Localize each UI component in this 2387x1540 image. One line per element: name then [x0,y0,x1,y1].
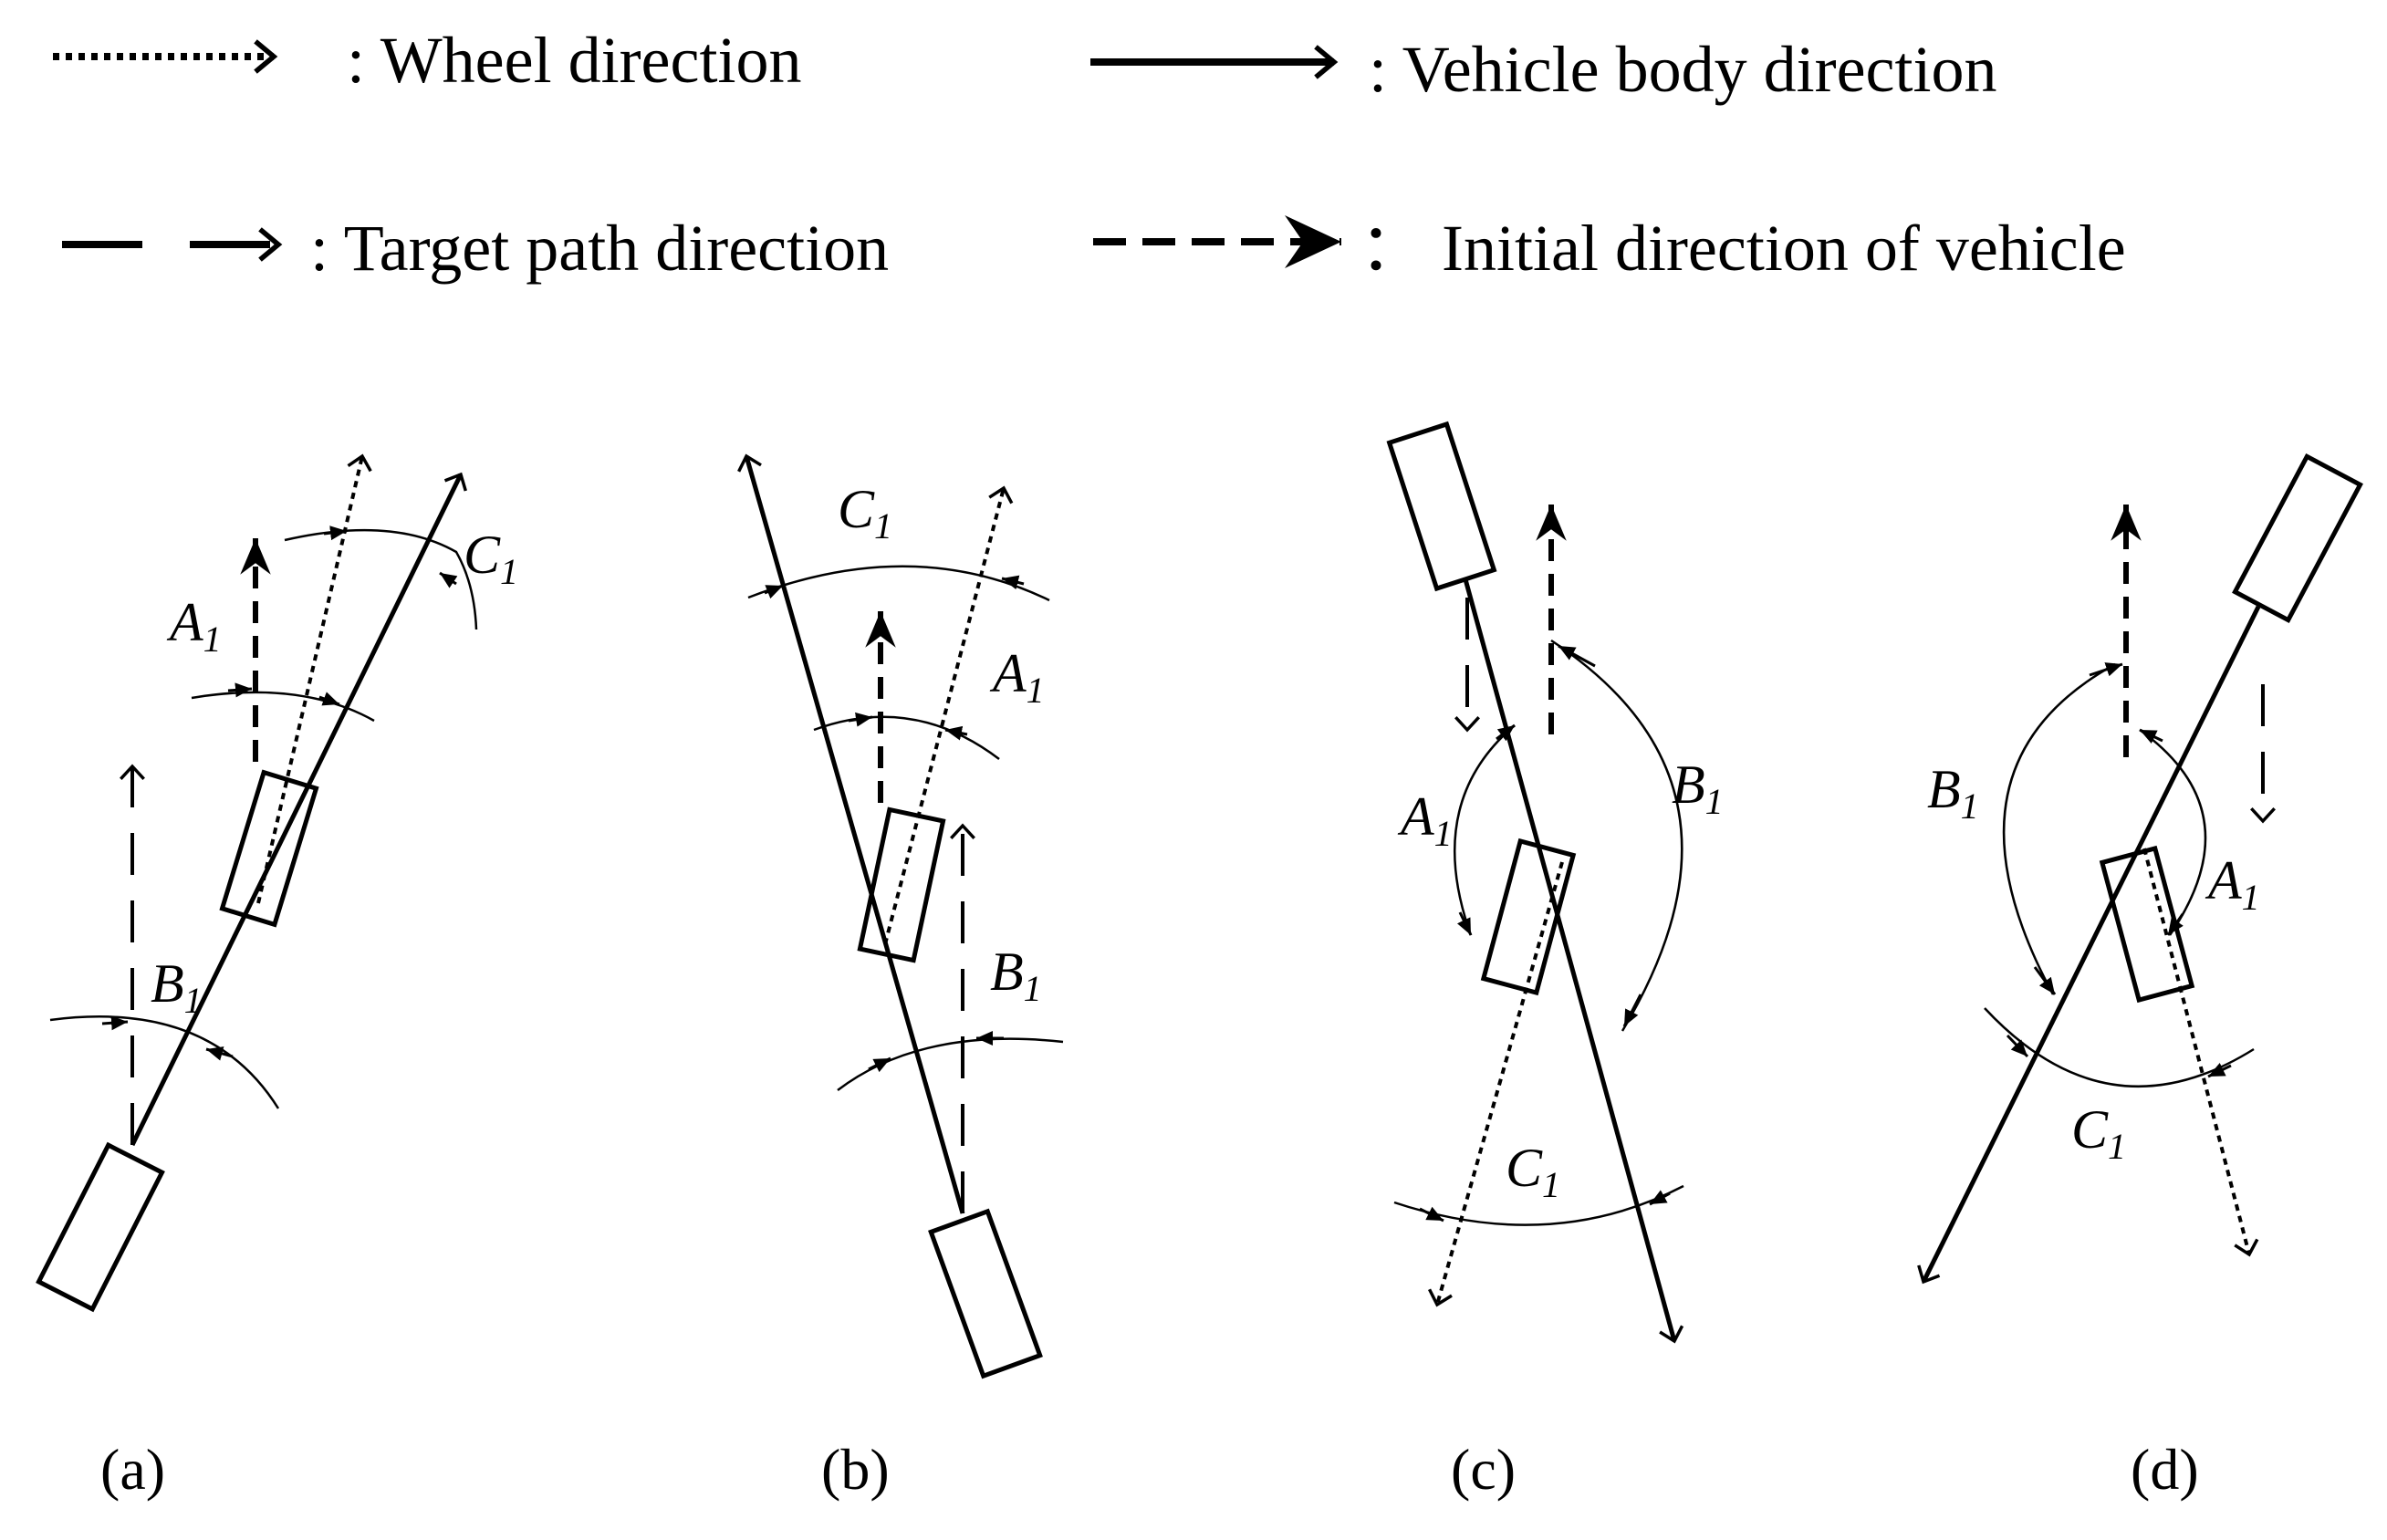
arc-arrow [2207,1062,2232,1078]
panel-d: B1 A1 C1 (d) [1917,453,2363,1502]
angle-arc-b1 [837,1037,1064,1091]
arc-arrow [227,682,253,698]
angle-arc-c1 [284,528,478,630]
arc-arrow [101,1015,129,1031]
panel-label-d: (d) [2131,1437,2199,1502]
label-c1: C1 [1506,1138,1560,1205]
angle-arc-b1 [2002,662,2116,995]
arc-arrow [205,1046,234,1061]
vehicle-start [1386,421,1497,592]
angle-arc-a1 [813,715,1000,760]
label-c1: C1 [2071,1099,2126,1167]
arc-arrow [848,712,873,727]
panel-label-a: (a) [100,1437,165,1502]
angle-arc-b1 [1550,639,1683,1032]
arc-arrow [2006,1034,2029,1058]
label-c1: C1 [838,479,892,546]
body-direction-arrow [1463,578,1684,1344]
label-c1: C1 [464,525,518,592]
vehicle-start [36,1141,165,1313]
body-direction-arrow [1917,605,2261,1285]
wheel-direction-arrow [883,485,1014,945]
arc-arrow [1001,575,1025,590]
arc-arrow [1622,994,1642,1027]
legend-body-label: : Vehicle body direction [1369,33,1997,106]
arc-arrow [1456,911,1473,936]
body-direction-arrow [130,472,467,1147]
vehicle-start [2232,453,2363,624]
arc-arrow [944,725,968,741]
vehicle-current [2099,845,2195,1004]
body-direction-arrow [737,453,965,1214]
vehicle-current [219,769,319,928]
angle-arc-a1 [1453,724,1516,936]
arc-arrow [868,1056,891,1073]
legend-body: : Vehicle body direction [1090,33,1997,106]
legend-target-label: : Target path direction [310,212,889,285]
legend: : Wheel direction : Vehicle body directi… [53,24,2126,285]
arc-arrow [2166,913,2184,936]
angle-arc-c1 [747,565,1050,602]
label-b1: B1 [990,942,1042,1009]
label-b1: B1 [1927,759,1979,827]
panel-label-c: (c) [1451,1437,1516,1502]
short-dash-arrow-head [1285,215,1341,268]
arc-arrow [1419,1206,1444,1223]
wheel-direction-arrow [1428,861,1564,1307]
panel-a: C1 A1 B1 (a) [36,453,518,1502]
arc-arrow [1649,1190,1671,1206]
legend-target: : Target path direction [62,212,889,285]
arc-arrow [323,525,348,541]
arc-arrow [2139,728,2163,744]
angle-arc-b1 [49,1015,280,1109]
arc-arrow [2089,662,2123,677]
vehicle-current [1480,838,1577,996]
panel-label-b: (b) [821,1437,890,1502]
label-a1: A1 [989,643,1045,711]
panel-b: C1 A1 B1 (b) [737,453,1064,1502]
vehicle-start [928,1208,1043,1379]
wheel-direction-arrow [256,453,372,904]
panel-c: B1 A1 C1 (c) [1386,421,1724,1502]
legend-wheel-label: : Wheel direction [347,24,801,97]
label-a1: A1 [2205,850,2260,918]
arc-arrow [2033,966,2057,995]
label-b1: B1 [151,953,203,1021]
arc-arrow [1496,723,1516,742]
angle-arc-a1 [191,691,375,723]
arc-arrow [764,584,784,599]
label-b1: B1 [1672,754,1724,822]
label-a1: A1 [1397,786,1453,854]
legend-initial-label: ： Initial direction of vehicle [1360,212,2126,285]
wheel-direction-arrow [2142,848,2259,1257]
arc-arrow [318,692,340,706]
arc-arrow [1558,644,1596,668]
legend-initial: ： Initial direction of vehicle [1093,212,2126,285]
angle-arc-a1 [2139,728,2207,936]
legend-wheel: : Wheel direction [53,24,801,97]
label-a1: A1 [166,592,222,660]
arc-arrow [439,571,458,588]
